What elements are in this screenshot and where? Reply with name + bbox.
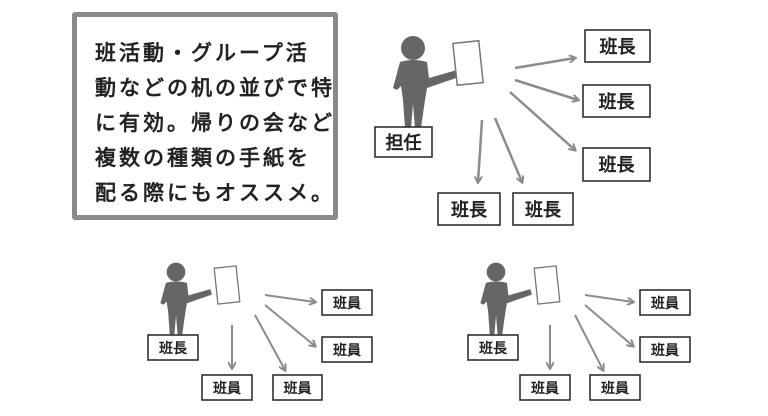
arrow xyxy=(514,78,578,100)
paper-icon xyxy=(533,265,561,305)
arrow xyxy=(514,58,575,70)
note-line: 配る際にもオススメ。 xyxy=(95,181,335,205)
arrows xyxy=(232,294,315,370)
giver-label: 担任 xyxy=(386,132,422,154)
arrow xyxy=(493,117,522,182)
receiver-label: 班長 xyxy=(600,37,637,58)
arrow xyxy=(478,119,484,182)
giver-box xyxy=(374,126,433,158)
receiver-label: 班員 xyxy=(531,380,559,397)
receiver-label: 班長 xyxy=(451,200,488,221)
paper-icon xyxy=(452,39,484,87)
note-line: に有効。帰りの会など xyxy=(95,111,335,135)
receiver-label: 班員 xyxy=(601,380,629,397)
receiver-label: 班長 xyxy=(599,155,636,176)
leader-figure-icon xyxy=(480,262,532,335)
receiver-label: 班員 xyxy=(284,380,312,397)
receiver-label: 班員 xyxy=(333,342,361,359)
receiver-label: 班長 xyxy=(599,92,636,113)
note-line: 複数の種類の手紙を xyxy=(95,146,311,170)
note-line: 動などの机の並びで特 xyxy=(95,76,335,100)
arrows xyxy=(550,294,633,370)
note-line: 班活動・グループ活 xyxy=(95,41,310,65)
receiver-label: 班員 xyxy=(651,342,679,359)
giver-box xyxy=(467,334,519,361)
arrow xyxy=(509,91,575,150)
paper-icon xyxy=(213,265,241,305)
giver-label: 班長 xyxy=(479,340,508,357)
arrows xyxy=(478,58,578,182)
receiver-label: 班員 xyxy=(213,380,241,397)
leader-figure-icon xyxy=(160,262,212,335)
giver-label: 班長 xyxy=(159,340,188,357)
receiver-boxes: 班長 班長 班長 班長 班長 xyxy=(437,29,651,226)
receiver-label: 班員 xyxy=(333,295,361,312)
giver-box xyxy=(147,334,199,361)
receiver-label: 班長 xyxy=(525,200,562,221)
teacher-figure-icon xyxy=(393,36,459,128)
receiver-label: 班員 xyxy=(651,295,679,312)
note-box: 班活動・グループ活 動などの机の並びで特 に有効。帰りの会など 複数の種類の手紙… xyxy=(72,12,338,220)
